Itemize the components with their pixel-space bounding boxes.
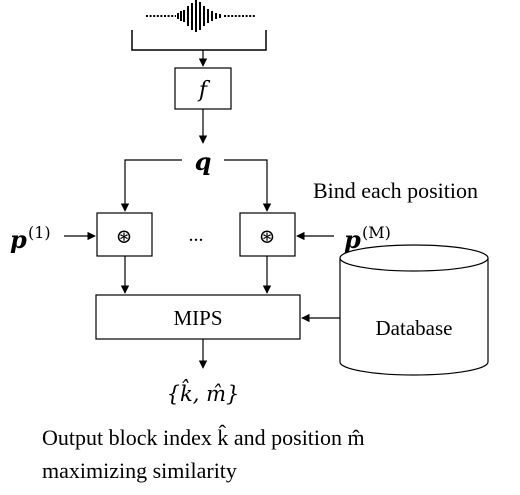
position-vector-last-sup: (M) (362, 223, 391, 242)
encoder-box (174, 67, 232, 110)
bind-operator-first: ⊛ (116, 224, 133, 248)
arrow-q-to-bind-1 (120, 159, 182, 212)
mips-label: MIPS (173, 306, 222, 330)
bind-box-last (239, 212, 296, 257)
output-set: {k̂, m̂} (167, 379, 240, 406)
audio-waveform-icon (146, 0, 256, 32)
ellipsis: ... (189, 224, 204, 246)
position-vector-first: p (10, 225, 27, 254)
waveform-bracket (131, 30, 267, 51)
mips-box (95, 294, 301, 340)
arrow-q-to-bind-m (224, 159, 272, 212)
database-cylinder (339, 244, 489, 376)
output-caption-line1: Output block index k̂ and position m̂ (42, 425, 365, 450)
database-label: Database (376, 316, 453, 340)
output-caption-line2: maximizing similarity (42, 458, 237, 483)
position-vector-first-sup: (1) (28, 223, 51, 242)
position-vector-last: p (344, 225, 361, 254)
bind-operator-last: ⊛ (259, 224, 276, 248)
bind-caption: Bind each position (313, 178, 478, 203)
bind-box-first (96, 212, 153, 257)
query-label: q (195, 147, 212, 176)
